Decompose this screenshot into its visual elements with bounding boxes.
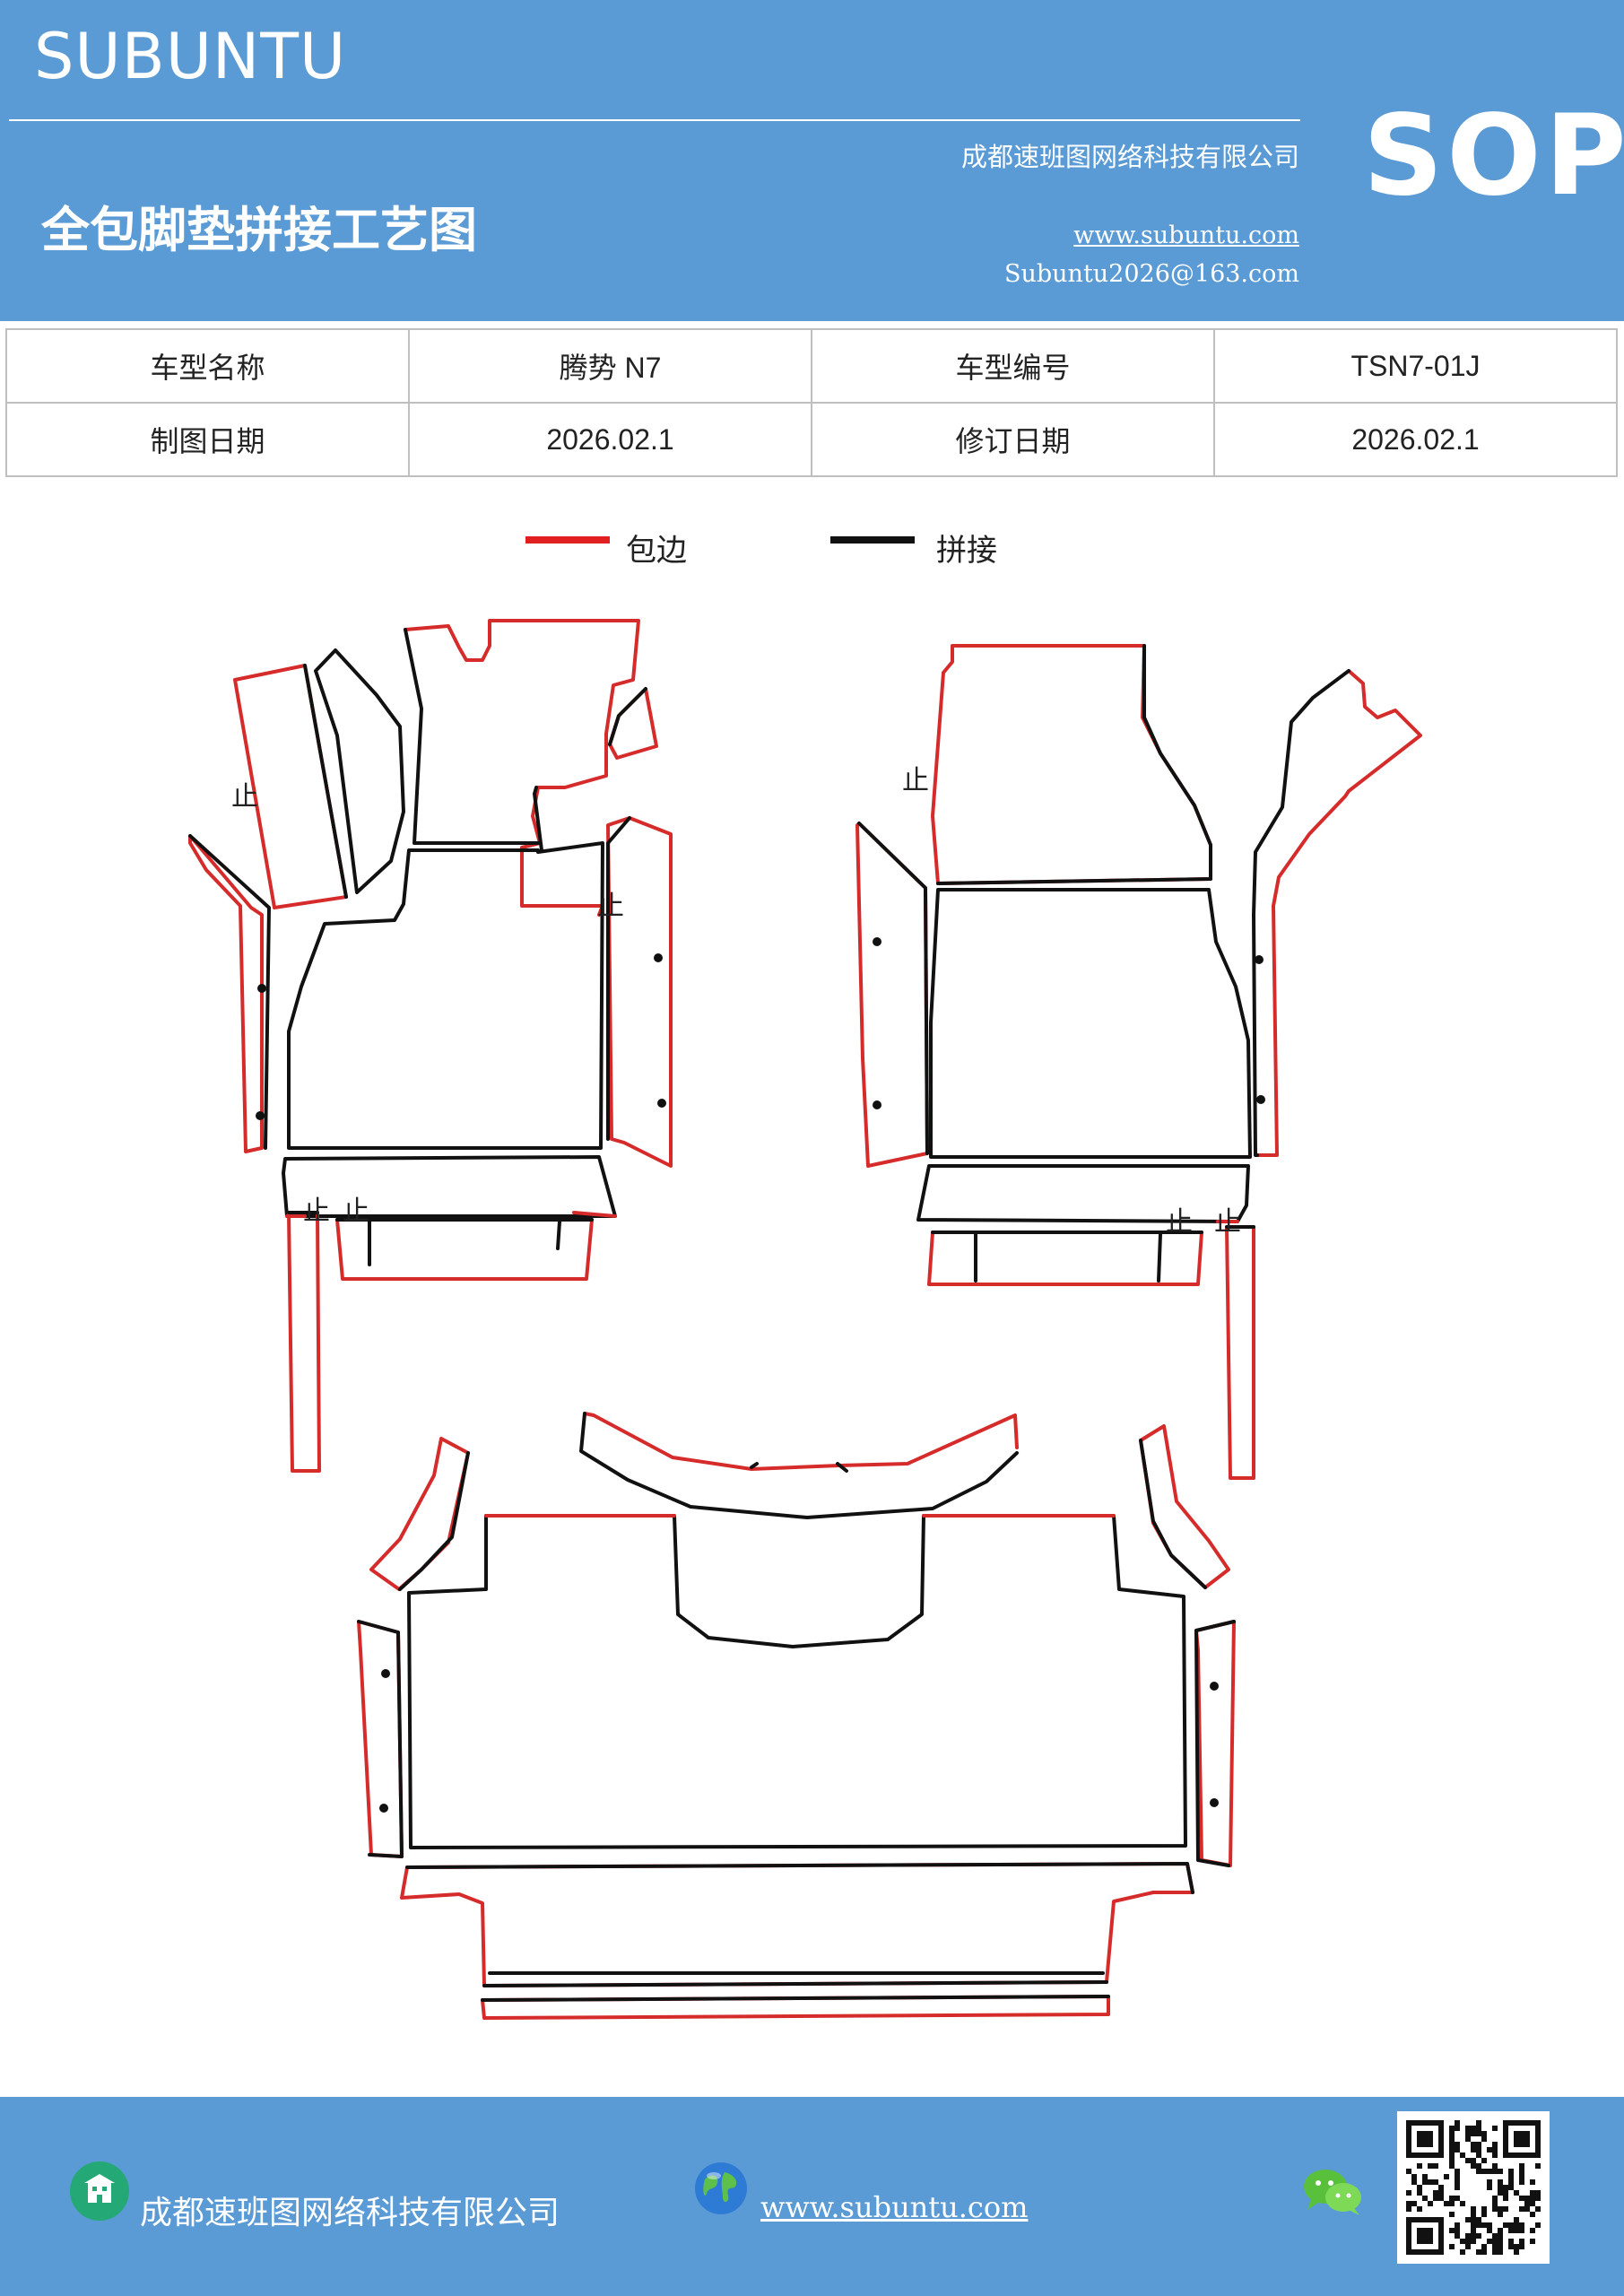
wechat-icon [1302,2167,1365,2217]
seam-dot [873,1100,881,1109]
stop-mark: 止 [1166,1206,1193,1238]
draw-date-value: 2026.02.1 [408,402,812,477]
globe-icon [692,2160,750,2217]
left-fender-panel [188,834,264,1153]
seam-dot [1210,1682,1219,1691]
seam-dot [379,1804,388,1813]
header-divider [9,119,1300,121]
footer-banner: 成都速班图网络科技有限公司 www.subuntu.com [0,2097,1624,2296]
right-front-mat-group [855,644,1422,1480]
table-row: 车型名称 腾势 N7 车型编号 TSN7-01J [5,328,1618,404]
footer-website-link[interactable]: www.subuntu.com [760,2190,1029,2224]
rear-right-wing [1139,1424,1230,1589]
model-code-value: TSN7-01J [1213,328,1618,404]
stop-mark: 止 [231,781,258,813]
header-banner: SUBUNTU 全包脚垫拼接工艺图 成都速班图网络科技有限公司 www.subu… [0,0,1624,321]
page-title: 全包脚垫拼接工艺图 [41,201,477,258]
table-row: 制图日期 2026.02.1 修订日期 2026.02.1 [5,402,1618,477]
floor-mat-pattern-drawing: 止 止 止 止 止 止 止 [188,619,1422,2020]
left-main-mat [287,841,604,1150]
header-website-link[interactable]: www.subuntu.com [1073,222,1299,249]
stop-mark: 止 [597,891,624,922]
seam-dot [381,1669,390,1678]
footer-company: 成都速班图网络科技有限公司 [140,2195,560,2231]
rear-mat-group [357,1412,1236,2020]
seam-dot [1256,1095,1265,1104]
legend-edge-label: 包边 [626,533,687,569]
model-name-value: 腾势 N7 [408,328,812,404]
header-email: Subuntu2026@163.com [1004,260,1299,288]
seam-dot [257,984,266,993]
left-heel-strip [335,1218,594,1281]
rear-left-wing [369,1437,470,1591]
left-top-panel [404,619,640,917]
right-main-mat [929,888,1252,1159]
left-right-side-panel [606,816,673,1168]
left-heel-panel [282,1155,617,1218]
left-front-mat-group [188,619,673,1473]
model-code-label: 车型编号 [811,328,1215,404]
model-name-label: 车型名称 [5,328,410,404]
rear-left-side [357,1620,404,1858]
draw-date-label: 制图日期 [5,402,410,477]
rear-right-side [1194,1620,1236,1867]
stop-mark: 止 [1214,1206,1241,1238]
legend-seam-label: 拼接 [936,533,997,569]
revise-date-label: 修订日期 [811,402,1215,477]
rear-seat-panel [400,1862,1194,1987]
stop-mark: 止 [343,1196,369,1227]
rear-tunnel-hump [583,1412,1019,1471]
seam-dot [1255,955,1264,964]
seam-dot [654,953,663,962]
brand-name: SUBUNTU [34,20,347,93]
revise-date-value: 2026.02.1 [1213,402,1618,477]
building-icon [70,2161,129,2221]
legend-seam-line [830,536,915,544]
left-mid-strip [314,648,405,894]
right-left-side-panel [855,822,929,1168]
legend-edge-line [525,536,610,544]
stop-mark: 止 [303,1196,330,1227]
rear-main-mat [407,1514,1187,1849]
info-table: 车型名称 腾势 N7 车型编号 TSN7-01J 制图日期 2026.02.1 … [5,328,1618,477]
left-long-strip [287,1211,321,1473]
stop-mark: 止 [902,765,929,796]
seam-dot [1210,1798,1219,1807]
seam-dot [873,937,881,946]
sop-badge: SOP [1363,91,1624,221]
right-heel-panel [916,1164,1250,1223]
right-long-strip [1225,1225,1255,1480]
qr-code [1397,2111,1550,2264]
seam-dots [256,937,1265,1813]
header-company: 成都速班图网络科技有限公司 [960,142,1299,172]
right-fender-panel [1255,669,1422,1157]
seam-dot [657,1099,666,1108]
seam-dot [256,1111,265,1120]
